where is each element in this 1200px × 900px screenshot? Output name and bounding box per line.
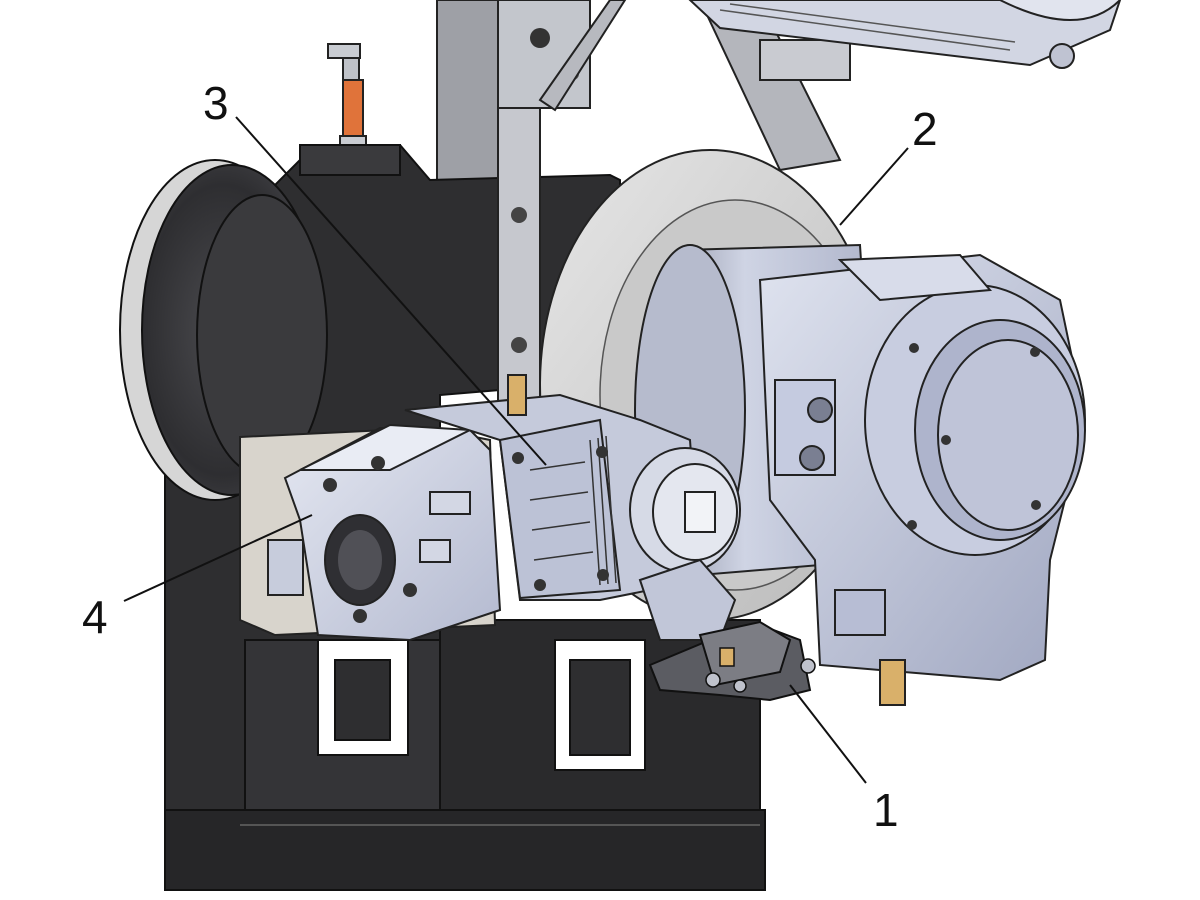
part-4-block bbox=[267, 423, 502, 642]
upper-support-arm-right bbox=[698, 0, 851, 172]
motor-fins bbox=[529, 435, 617, 586]
callout-label-4: 4 bbox=[82, 591, 108, 643]
leader-line-1 bbox=[789, 684, 867, 784]
callout-leaders bbox=[123, 116, 909, 784]
left-rotary-disc bbox=[119, 159, 328, 501]
vertical-guide-plate bbox=[497, 107, 541, 409]
leader-line-3 bbox=[235, 116, 547, 466]
leader-line-4 bbox=[123, 514, 313, 602]
air-fitting bbox=[327, 43, 367, 151]
part-1-brake-caliper bbox=[648, 620, 816, 702]
leader-line-2 bbox=[839, 147, 909, 226]
callout-label-2: 2 bbox=[912, 103, 938, 155]
top-motor-housing bbox=[688, 0, 1122, 69]
part-3-servo-motor bbox=[404, 374, 741, 641]
callout-label-1: 1 bbox=[873, 784, 899, 836]
callout-label-3: 3 bbox=[203, 77, 229, 129]
servo-gearbox-assembly bbox=[758, 253, 1087, 706]
callout-labels: 1 2 3 4 bbox=[82, 77, 938, 836]
